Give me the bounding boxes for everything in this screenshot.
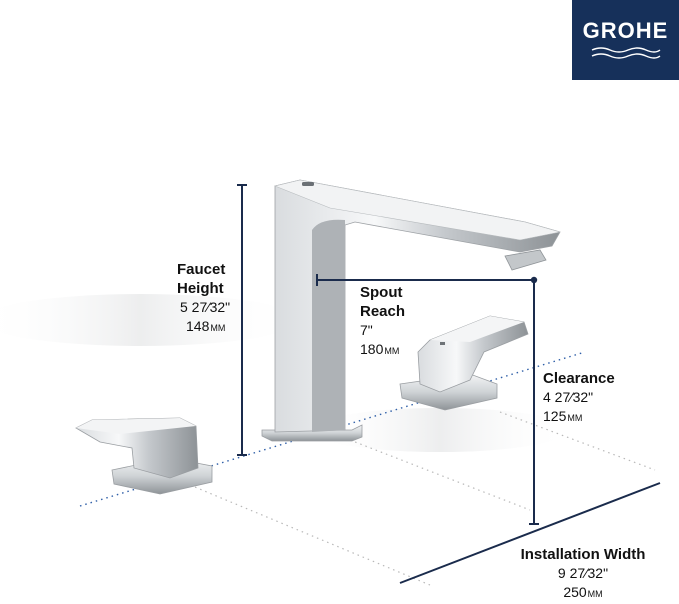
installation-width-inches: 9 27⁄32" bbox=[557, 565, 609, 581]
spout-reach-label: Spout Reach 7" 180MM bbox=[360, 283, 405, 361]
installation-width-mm: 250 bbox=[563, 584, 587, 600]
spout-reach-title-1: Spout bbox=[360, 284, 403, 301]
install-guide-grey bbox=[189, 411, 656, 586]
clearance-inches: 4 27⁄32" bbox=[543, 389, 594, 405]
clearance-label: Clearance 4 27⁄32" 125MM bbox=[543, 369, 615, 428]
grohe-logo: GROHE bbox=[572, 0, 679, 80]
faucet-height-title-2: Height bbox=[177, 280, 224, 297]
installation-width-mm-unit: MM bbox=[587, 589, 603, 599]
installation-width-title: Installation Width bbox=[520, 546, 646, 563]
logo-waves-icon bbox=[591, 47, 660, 59]
faucet-spout bbox=[261, 179, 561, 442]
clearance-mm-unit: MM bbox=[567, 413, 583, 423]
left-handle bbox=[75, 417, 213, 495]
faucet-height-title-1: Faucet bbox=[177, 261, 226, 278]
clearance-mm: 125 bbox=[543, 408, 567, 424]
dimension-lines bbox=[237, 184, 661, 584]
installation-width-line bbox=[399, 482, 661, 584]
installation-width-label: Installation Width 9 27⁄32" 250MM bbox=[508, 545, 658, 604]
spout-reach-mm: 180 bbox=[360, 341, 384, 357]
clearance-title: Clearance bbox=[543, 370, 615, 387]
faucet-height-label: Faucet Height 5 27⁄32" 148MM bbox=[177, 260, 230, 338]
faucet-height-mm-unit: MM bbox=[210, 323, 226, 333]
spout-reach-inches: 7" bbox=[360, 322, 373, 338]
spout-reach-title-2: Reach bbox=[360, 303, 406, 320]
backdrop-shadow-left bbox=[0, 294, 300, 346]
right-handle bbox=[399, 315, 529, 411]
faucet-height-mm: 148 bbox=[186, 318, 210, 334]
logo-wordmark: GROHE bbox=[582, 18, 669, 43]
backdrop-shadow-right bbox=[310, 408, 570, 452]
spout-reach-mm-unit: MM bbox=[384, 346, 400, 356]
faucet-height-inches: 5 27⁄32" bbox=[180, 299, 231, 315]
